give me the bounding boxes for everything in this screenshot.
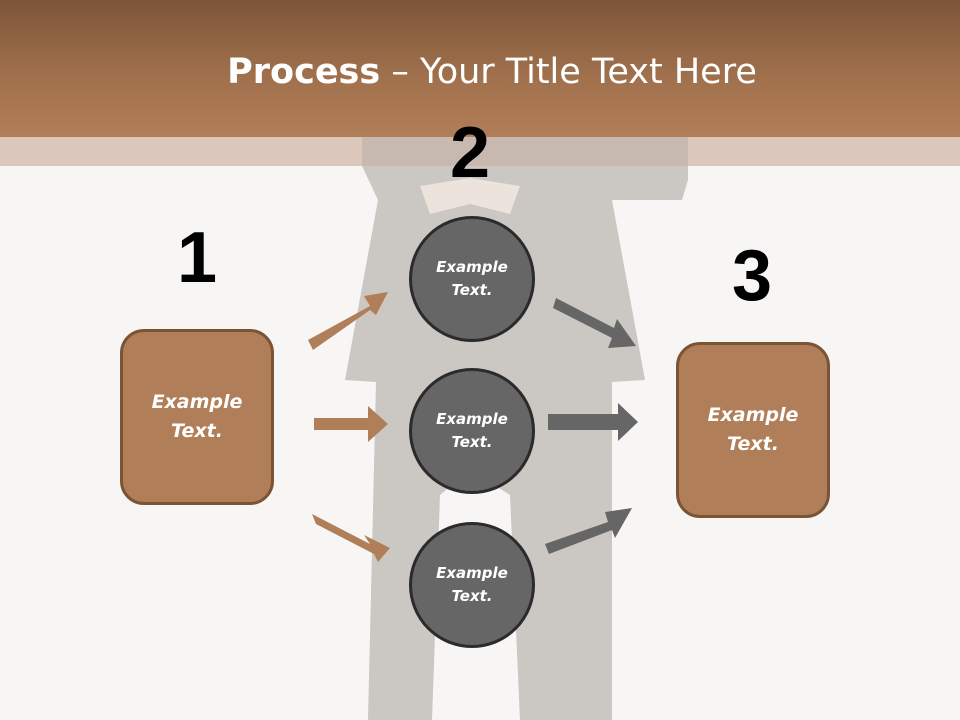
title-rest: – Your Title Text Here bbox=[380, 52, 757, 92]
arrow-1-to-bottom bbox=[312, 514, 390, 562]
step-3-box: Example Text. bbox=[676, 342, 830, 518]
arrow-1-to-top bbox=[308, 292, 388, 350]
arrow-middle-to-3 bbox=[548, 403, 638, 441]
circle-bottom-text: Example Text. bbox=[436, 564, 508, 605]
arrow-1-to-middle bbox=[314, 406, 388, 442]
circle-top-text: Example Text. bbox=[436, 258, 508, 299]
step-1-text: Example Text. bbox=[151, 391, 243, 442]
arrow-top-to-3 bbox=[553, 298, 636, 348]
page-title: Process – Your Title Text Here bbox=[0, 52, 960, 92]
step-number-3: 3 bbox=[732, 236, 773, 316]
circle-middle-text: Example Text. bbox=[436, 410, 508, 451]
title-bold: Process bbox=[227, 52, 381, 92]
step-3-text: Example Text. bbox=[707, 404, 799, 455]
step-1-box: Example Text. bbox=[120, 329, 274, 505]
step-2-circle-middle: Example Text. bbox=[409, 368, 535, 494]
arrow-bottom-to-3 bbox=[545, 508, 632, 554]
title-banner bbox=[0, 0, 960, 137]
step-number-2: 2 bbox=[450, 113, 491, 193]
step-2-circle-bottom: Example Text. bbox=[409, 522, 535, 648]
step-number-1: 1 bbox=[177, 218, 218, 298]
step-2-circle-top: Example Text. bbox=[409, 216, 535, 342]
